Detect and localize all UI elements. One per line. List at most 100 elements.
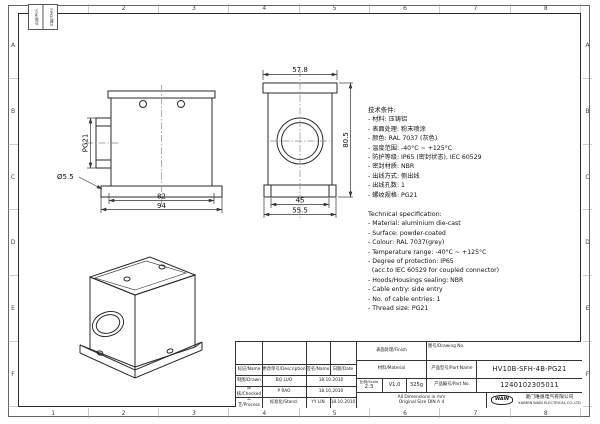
- grid-ref-label: E: [11, 305, 15, 313]
- dim-hole-diameter: Ø5.5: [57, 173, 74, 181]
- grid-ref-label: 3: [192, 409, 196, 417]
- dim-height: 80.5: [342, 132, 350, 148]
- spec-line: - 出线孔数: 1: [368, 182, 405, 190]
- side-view-dimensions: [262, 70, 353, 218]
- grid-ref-label: 2: [121, 409, 126, 417]
- sig-header-signature: 签名/Name: [306, 366, 330, 372]
- drawing-no-label: 图号/Drawing No.: [428, 344, 465, 350]
- iso-flange: [79, 341, 203, 379]
- iso-flange-hole: [166, 348, 174, 354]
- drawn-date: 18.10.2010: [318, 377, 344, 383]
- front-view: [95, 90, 223, 198]
- spec-line: - Material: aluminium die-cast: [368, 220, 461, 228]
- sig-header-mark: 标记/Name: [237, 366, 261, 372]
- dims-note-line1: All Dimensions in mm: [397, 394, 446, 400]
- iso-gland-outer: [91, 310, 125, 338]
- grid-ref-label: 2: [121, 5, 126, 12]
- grid-ref-label: B: [10, 108, 16, 115]
- part-no-label: 产品编号/Part No.: [434, 382, 470, 388]
- grid-ref-label: 8: [543, 5, 548, 12]
- front-view-centerlines: [86, 85, 162, 207]
- part-name-label: 产品型号/Part Name: [431, 366, 473, 372]
- grid-ref-label: 5: [332, 409, 337, 417]
- part-no-value: 1240102305011: [500, 380, 559, 389]
- spec-line: - 防护等级: IP65 (密封状态), IEC 60529: [368, 154, 482, 162]
- dims-note-line2: Original Size DIN A 4: [398, 400, 445, 405]
- spec-line: - Hoods/Housings sealing: NBR: [368, 276, 464, 284]
- grid-ref-label: 5: [332, 5, 337, 12]
- iso-screw-hole: [158, 264, 166, 270]
- grid-ref-label: 6: [403, 409, 407, 417]
- drawn-name: BQ LUO: [275, 377, 293, 383]
- standardized-date: 18.10.2010: [330, 399, 356, 405]
- drawn-role: 制图/Drawn: [237, 377, 261, 383]
- spec-title-chinese: 技术条件:: [368, 106, 396, 114]
- revision-box: 升级/Rev. 日期/Date: [28, 4, 58, 30]
- iso-flange-hole: [96, 350, 104, 356]
- iso-top-inset: [94, 260, 187, 291]
- company-name-cn: 厦门唯恩电气有限公司: [525, 394, 574, 400]
- grid-ref-label: F: [585, 370, 590, 378]
- spec-line: - Temperature range: -40°C ~ +125°C: [368, 248, 487, 256]
- wain-logo: WAIN: [490, 395, 513, 405]
- weight-value: 325g: [409, 381, 424, 388]
- revision-rev-label: 升级/Rev.: [33, 8, 39, 26]
- grid-ref-label: 7: [473, 409, 478, 417]
- grid-ref-label: 1: [51, 409, 56, 417]
- grid-ref-label: 6: [403, 5, 407, 12]
- checked-name: P RAO: [277, 388, 291, 394]
- iso-gland-inner: [95, 314, 121, 334]
- iso-screw-hole: [123, 276, 131, 282]
- rev-value: V1.0: [388, 381, 401, 388]
- grid-ref-label: A: [585, 42, 590, 50]
- isometric-view: [79, 256, 203, 379]
- spec-line: - Cable entry: side entry: [368, 286, 443, 294]
- grid-ref-label: 8: [543, 409, 548, 417]
- spec-line: - 颜色: RAL 7037 (灰色): [368, 135, 438, 143]
- dim-overall-width: 94: [157, 202, 166, 210]
- dim-flange-inner: 45: [296, 197, 305, 205]
- side-view-centerlines: [270, 70, 330, 220]
- scale-value: 2:3: [364, 383, 374, 390]
- grid-ref-label: 7: [473, 5, 478, 12]
- sig-header-date: 日期/Date: [332, 366, 354, 372]
- grid-ref-label: D: [10, 239, 16, 247]
- spec-block-chinese: 技术条件: - 材料: 压铸铝- 表面处理: 粉末喷涂- 颜色: RAL 703…: [368, 106, 578, 200]
- spec-line: - 螺纹规格: PG21: [368, 191, 418, 199]
- finish-label: 表面处理/Finish: [376, 348, 407, 354]
- checked-role: 审核/Checked: [236, 386, 262, 397]
- sig-header-description: 更改单号/Description: [262, 366, 306, 372]
- grid-ref-label: D: [585, 239, 590, 247]
- part-name-value: HV10B-SFH-4B-PG21: [492, 364, 567, 373]
- company-name-en: XIAMEN WAIN ELECTRICAL CO.,LTD: [518, 400, 581, 405]
- front-view-dimensions: [78, 117, 223, 213]
- title-block: 标记/Name 更改单号/Description 签名/Name 日期/Date…: [235, 341, 582, 408]
- spec-line: - 出线方式: 侧出线: [368, 172, 420, 180]
- spec-line: - No. of cable entries: 1: [368, 295, 441, 303]
- spec-line: - 温度范围: -40°C ~ +125°C: [368, 144, 453, 152]
- company-logo-cell: WAIN: [487, 392, 517, 408]
- grid-ref-label: C: [10, 173, 16, 181]
- company-cell: 厦门唯恩电气有限公司 XIAMEN WAIN ELECTRICAL CO.,LT…: [517, 392, 582, 408]
- grid-ref-label: F: [11, 370, 15, 378]
- spec-line: - 密封材质: NBR: [368, 163, 415, 171]
- grid-ref-label: B: [585, 108, 590, 115]
- revision-date-label: 日期/Date: [42, 5, 57, 29]
- scale-cell: 比例/Scale 2:3: [356, 378, 382, 392]
- grid-ref-label: 4: [262, 5, 267, 12]
- process-role: 工艺/Process: [237, 397, 261, 408]
- grid-ref-label: 3: [192, 5, 196, 12]
- dimensions-note: All Dimensions in mm Original Size DIN A…: [357, 392, 486, 408]
- dim-flange-outer: 55.5: [292, 207, 308, 215]
- spec-title-english: Technical specification:: [368, 210, 442, 218]
- spec-line: - Colour: RAL 7037(grey): [368, 239, 445, 247]
- standardized-role: 标准化/Stand.: [269, 399, 299, 405]
- spec-block-english: Technical specification: - Material: alu…: [368, 210, 578, 313]
- iso-top-face: [88, 256, 197, 296]
- checked-date: 18.10.2010: [318, 388, 344, 394]
